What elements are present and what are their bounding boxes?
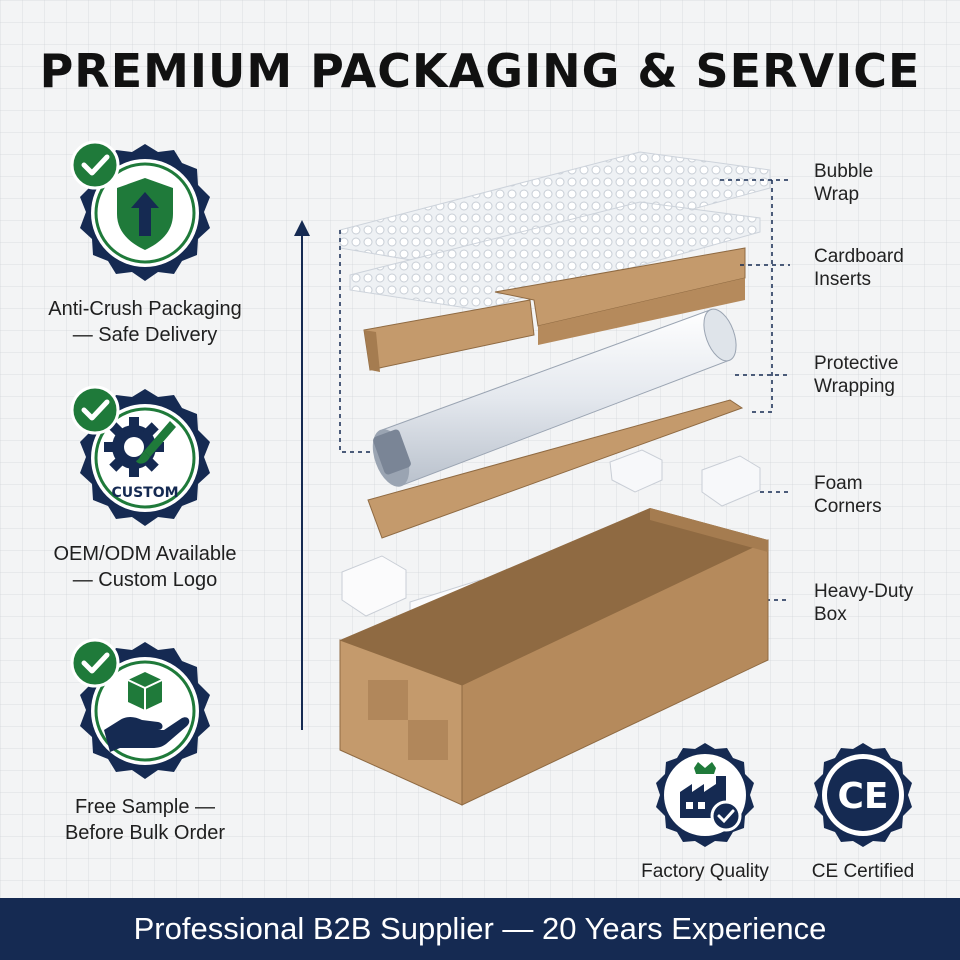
feature-label: OEM/ODM Available — Custom Logo <box>20 541 270 593</box>
callout-line-1: Bubble <box>814 161 874 182</box>
free-sample-badge <box>70 638 220 788</box>
callout-foam-corners: Foam Corners <box>814 472 882 518</box>
feature-line-1: OEM/ODM Available <box>53 543 237 565</box>
cert-ce: CE CE Certified <box>778 740 948 883</box>
feature-line-2: Before Bulk Order <box>64 822 226 844</box>
callout-line-2: Inserts <box>814 269 872 290</box>
heavy-duty-box <box>339 508 769 806</box>
bubble-wrap-layer <box>339 151 771 311</box>
cert-label: Factory Quality <box>641 861 769 882</box>
feature-label: Anti-Crush Packaging — Safe Delivery <box>20 296 270 348</box>
callout-line-2: Wrapping <box>814 376 895 397</box>
feature-anti-crush: Anti-Crush Packaging — Safe Delivery <box>20 140 270 348</box>
protective-wrapped-tube <box>372 308 737 487</box>
callout-heavy-duty-box: Heavy-Duty Box <box>814 580 913 626</box>
feature-line-1: Free Sample — <box>74 796 216 818</box>
cardboard-inserts <box>363 247 746 372</box>
ce-badge-text: CE <box>837 776 888 817</box>
feature-line-2: — Safe Delivery <box>72 324 218 346</box>
factory-icon <box>656 743 754 847</box>
page-title: PREMIUM PACKAGING & SERVICE <box>39 44 921 98</box>
callout-line-1: Protective <box>814 353 899 374</box>
cardboard-sheet <box>367 399 744 539</box>
ce-mark-icon: CE <box>814 743 912 847</box>
callout-cardboard-inserts: Cardboard Inserts <box>814 245 904 291</box>
callout-line-1: Foam <box>814 473 863 494</box>
feature-oem-odm: CUSTOM OEM/ODM Available — Custom Logo <box>20 385 270 593</box>
callout-line-2: Corners <box>814 496 882 517</box>
feature-line-2: — Custom Logo <box>72 569 218 591</box>
feature-line-1: Anti-Crush Packaging <box>48 298 242 320</box>
custom-badge-text: CUSTOM <box>111 485 178 501</box>
callout-protective-wrapping: Protective Wrapping <box>814 352 898 398</box>
callout-bubble-wrap: Bubble Wrap <box>814 160 873 206</box>
assembly-arrow <box>294 220 310 730</box>
checkmark-icon <box>70 140 120 190</box>
checkmark-icon <box>70 638 120 688</box>
cert-factory-quality: Factory Quality <box>620 740 790 883</box>
feature-label: Free Sample — Before Bulk Order <box>20 794 270 846</box>
packaging-exploded-illustration <box>294 151 790 806</box>
cert-label: CE Certified <box>811 861 915 882</box>
callout-line-2: Wrap <box>814 184 860 205</box>
gear-brush-icon: CUSTOM <box>80 389 210 526</box>
anti-crush-badge <box>70 140 220 290</box>
footer-banner: Professional B2B Supplier — 20 Years Exp… <box>0 898 960 960</box>
callout-line-1: Cardboard <box>814 246 904 267</box>
checkmark-icon <box>70 385 120 435</box>
feature-free-sample: Free Sample — Before Bulk Order <box>20 638 270 846</box>
callout-line-1: Heavy-Duty <box>814 581 914 602</box>
callout-line-2: Box <box>814 604 847 625</box>
custom-badge: CUSTOM <box>70 385 220 535</box>
